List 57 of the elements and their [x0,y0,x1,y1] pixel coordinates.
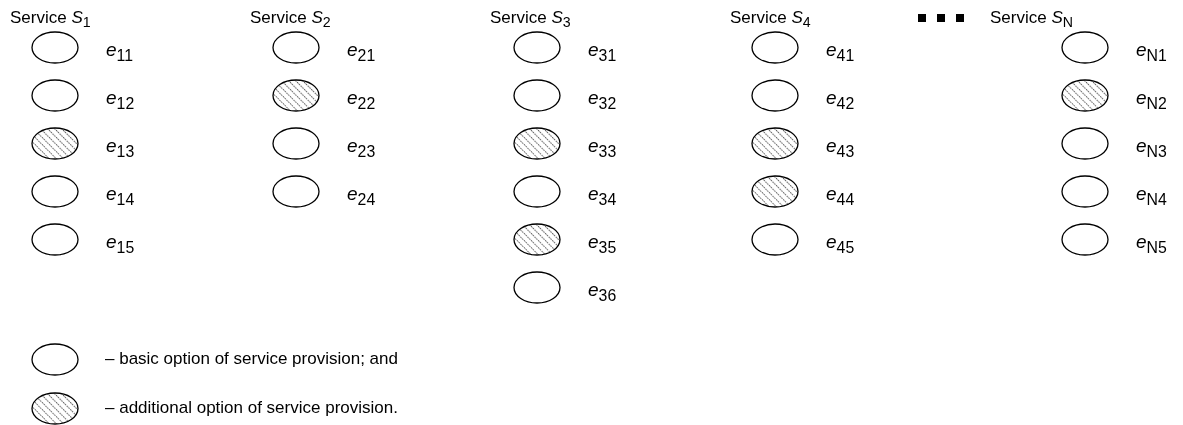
element-label: e$_{N5}$ [1136,231,1167,258]
element-label: e$_{41}$ [826,39,855,66]
oval-symbol [751,79,799,112]
oval-symbol [31,223,79,256]
element-label: e$_{11}$ [106,39,133,66]
element-label: e$_{43}$ [826,135,855,162]
hatched-oval-symbol [31,127,79,160]
oval-symbol [272,31,320,64]
service-heading: Service S$_{4}$ [730,8,811,33]
oval-symbol [751,31,799,64]
element-label: e$_{N2}$ [1136,87,1167,114]
oval-symbol [272,127,320,160]
element-label: e$_{22}$ [347,87,376,114]
element-label: e$_{36}$ [588,279,617,306]
element-label: e$_{N3}$ [1136,135,1167,162]
oval-symbol [31,31,79,64]
oval-symbol [1061,175,1109,208]
oval-symbol [1061,127,1109,160]
hatched-oval-symbol [513,127,561,160]
oval-symbol [1061,223,1109,256]
element-label: e$_{24}$ [347,183,376,210]
element-label: e$_{12}$ [106,87,135,114]
service-heading: Service S$_{N}$ [990,8,1073,33]
oval-symbol [513,271,561,304]
hatched-oval-symbol [751,127,799,160]
element-label: e$_{33}$ [588,135,617,162]
element-label: e$_{N4}$ [1136,183,1167,210]
element-label: e$_{N1}$ [1136,39,1167,66]
element-label: e$_{31}$ [588,39,617,66]
element-label: e$_{34}$ [588,183,617,210]
hatched-oval-symbol [1061,79,1109,112]
hatched-oval-symbol [513,223,561,256]
element-label: e$_{15}$ [106,231,135,258]
oval-symbol [31,175,79,208]
element-label: e$_{45}$ [826,231,855,258]
hatched-oval-symbol [272,79,320,112]
oval-symbol [272,175,320,208]
hatched-oval-symbol [751,175,799,208]
element-label: e$_{14}$ [106,183,135,210]
element-label: e$_{32}$ [588,87,617,114]
service-heading: Service S$_{1}$ [10,8,91,33]
element-label: e$_{44}$ [826,183,855,210]
element-label: e$_{23}$ [347,135,376,162]
oval-symbol [513,31,561,64]
element-label: e$_{35}$ [588,231,617,258]
element-label: e$_{21}$ [347,39,376,66]
element-label: e$_{42}$ [826,87,855,114]
oval-symbol [513,175,561,208]
legend-text: – basic option of service provision; and [105,349,398,369]
oval-symbol [513,79,561,112]
oval-symbol [31,79,79,112]
element-label: e$_{13}$ [106,135,135,162]
service-heading: Service S$_{2}$ [250,8,331,33]
legend-text: – additional option of service provision. [105,398,398,418]
oval-symbol [751,223,799,256]
service-heading: Service S$_{3}$ [490,8,571,33]
oval-symbol [1061,31,1109,64]
